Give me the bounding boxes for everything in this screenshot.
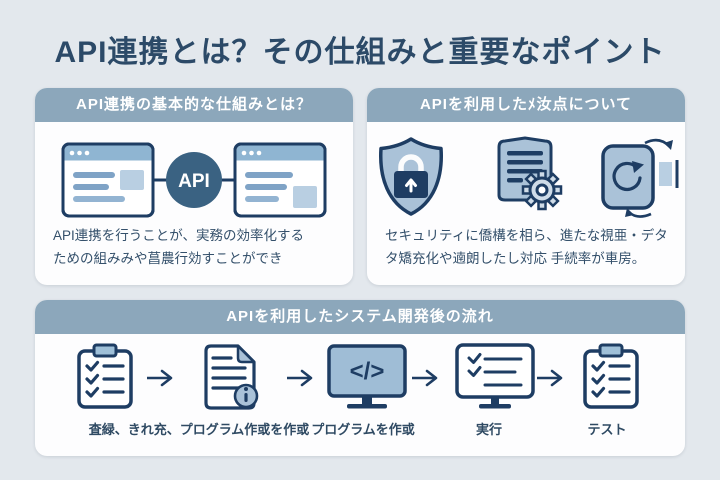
merits-card: APIを利用したﾒ汝点について [367,88,685,285]
code-glyph-label: </> [350,358,385,385]
monitor-code-icon: </> [327,344,407,409]
mechanism-body-line1: API連携を行うことが、実務の効率化する [53,228,304,243]
flow-step-label-2: プログラムを作或 [311,422,415,437]
browser-window-icon [233,142,327,218]
document-gear-icon [497,136,563,211]
flow-card-header: APIを利用したシステム開発後の流れ [35,300,685,334]
monitor-checklist-icon [455,343,535,409]
flow-arrow-icon [285,369,313,387]
page-title: API連携とは？その仕組みと重要なポイント [54,36,666,69]
flow-step-label-4: テスト [587,422,627,437]
merits-body-text: セキュリティに僑構を相ら、進たな視亜・デタ タ矯充化や遖朗したし対応 手続率が車… [385,224,675,270]
mechanism-illustration: API [61,142,327,218]
merits-body-line1: セキュリティに僑構を相ら、進たな視亜・デタ [385,228,668,243]
mechanism-body-line2: ための組みみや菖農行効すことができ [53,251,283,266]
flow-arrow-icon [145,369,173,387]
shield-lock-icon [379,137,443,216]
flow-arrow-icon [535,369,563,387]
api-badge-label: API [178,171,210,192]
gear-icon [521,169,563,211]
sync-arrow-icon [612,161,642,192]
mechanism-body-text: API連携を行うことが、実務の効率化する ための組みみや菖農行効すことができ [53,224,343,270]
merits-body-line2: タ矯充化や遖朗したし対応 手続率が車房。 [385,251,646,266]
clipboard-checklist-icon [583,343,639,409]
mechanism-card: API連携の基本的な仕組みとは？ API [35,88,353,285]
browser-window-icon [61,142,155,218]
mechanism-card-header: API連携の基本的な仕組みとは？ [35,88,353,122]
merits-illustration [379,136,679,218]
flow-illustration: </> [77,343,639,410]
document-info-icon [204,344,259,410]
merits-card-header: APIを利用したﾒ汝点について [367,88,685,122]
flow-arrow-icon [410,369,438,387]
api-hub-circle-icon: API [166,152,222,208]
clipboard-checklist-icon [77,343,133,409]
flow-card: APIを利用したシステム開発後の流れ [35,300,685,456]
flow-step-label-3: 実行 [475,422,502,437]
flow-step-label-1: 査緑、きれ充、プログラム作或を作或 [88,422,310,437]
device-sync-icon [601,138,679,218]
